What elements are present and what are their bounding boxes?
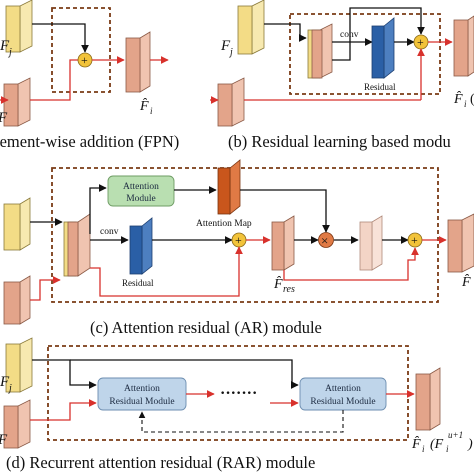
- label-fihat-d: F̂: [411, 436, 421, 452]
- conv-stack-c: [63, 213, 91, 277]
- caption-c: (c) Attention residual (AR) module: [90, 318, 322, 337]
- dashed-frame-c: [51, 167, 439, 303]
- panel-b: F j conv Residual + F̂: [210, 0, 474, 151]
- multiply-op-c: [318, 232, 334, 248]
- feature-block-fj-b: [237, 0, 265, 55]
- residual-block-b: [371, 17, 395, 79]
- add-op-b-symbol: +: [417, 35, 424, 49]
- label-fihat-b-paren: (: [470, 92, 474, 107]
- arrow-fj-a: [32, 23, 89, 53]
- fres-block: [271, 215, 295, 271]
- label-fihat-b: F̂: [453, 91, 463, 107]
- feature-block-fi-a: [3, 77, 31, 127]
- feature-block-fj-d: [5, 337, 33, 393]
- arm-box-1-line1: Attention: [124, 384, 160, 394]
- label-fj-d: F: [0, 374, 10, 390]
- label-fi-d-sub2: i: [446, 444, 449, 454]
- add-op-c2-symbol: +: [411, 233, 418, 247]
- label-fihat-a-sub: i: [150, 106, 153, 116]
- feature-block-fi-c: [3, 275, 31, 325]
- output-block-b: [453, 15, 474, 77]
- label-fihat-c: F̂: [461, 274, 471, 290]
- dashed-frame-a: [51, 7, 111, 93]
- caption-d: (d) Recurrent attention residual (RAR) m…: [6, 453, 315, 472]
- label-attention-map: Attention Map: [196, 219, 252, 229]
- panel-c: Attention Module Attention Map conv Resi…: [3, 159, 474, 337]
- label-fres-sub: res: [283, 284, 295, 295]
- multiply-op-c-symbol: ×: [321, 233, 328, 248]
- label-fi-d: F: [0, 432, 8, 448]
- label-fi-a: F: [0, 110, 8, 126]
- label-fj-d-sub: j: [7, 383, 12, 394]
- feature-block-fi-b: [217, 77, 245, 127]
- label-fj-b-sub: j: [228, 47, 233, 58]
- add-op-c1-symbol: +: [235, 233, 242, 247]
- label-residual-b: Residual: [364, 82, 396, 92]
- label-fi-d-sup: u+1: [448, 430, 463, 440]
- output-block-a: [125, 31, 151, 93]
- attention-map-block: [217, 159, 241, 215]
- output-block-c: [447, 213, 474, 273]
- label-fj-a: F: [0, 38, 10, 54]
- attended-block: [359, 215, 383, 271]
- dashed-frame-b: [289, 13, 441, 95]
- recurrent-loop: [138, 410, 344, 433]
- conv-stack-b: [307, 23, 333, 79]
- add-op-a-symbol: +: [81, 53, 88, 67]
- residual-block-c: [129, 217, 153, 275]
- output-block-d: [415, 367, 441, 431]
- label-fihat-a: F̂: [139, 98, 149, 114]
- attention-module-line1: Attention: [123, 182, 159, 192]
- feature-block-fi-d: [3, 399, 31, 449]
- label-conv-c: conv: [100, 227, 119, 237]
- caption-a: lement-wise addition (FPN): [0, 132, 179, 151]
- arm-box-1-line2: Residual Module: [109, 397, 174, 407]
- attention-module-box: [107, 175, 175, 207]
- label-fi-d-paren: (F: [430, 437, 444, 452]
- caption-b: (b) Residual learning based modu: [228, 132, 451, 151]
- label-fi-d-close: ): [467, 437, 473, 452]
- panel-d: F j F Attention Residual Module ······· …: [0, 337, 473, 472]
- feature-block-fj-a: [5, 0, 33, 53]
- arm-box-2-line2: Residual Module: [310, 397, 375, 407]
- attention-module-line2: Module: [126, 194, 156, 204]
- label-fj-a-sub: j: [7, 47, 12, 58]
- arrow-fi-up-a: [30, 59, 78, 101]
- label-fres: F̂: [273, 276, 283, 292]
- label-fihat-b-sub: i: [464, 99, 467, 109]
- panel-a: F j F + F̂ i lement-wise addition (FPN): [0, 0, 179, 151]
- label-fj-b: F: [220, 38, 231, 54]
- label-residual-c: Residual: [122, 278, 154, 288]
- label-fihat-d-sub: i: [422, 444, 425, 454]
- arm-box-2-line1: Attention: [325, 384, 361, 394]
- feature-block-fj-c: [3, 197, 31, 251]
- ellipsis: ·······: [220, 385, 257, 402]
